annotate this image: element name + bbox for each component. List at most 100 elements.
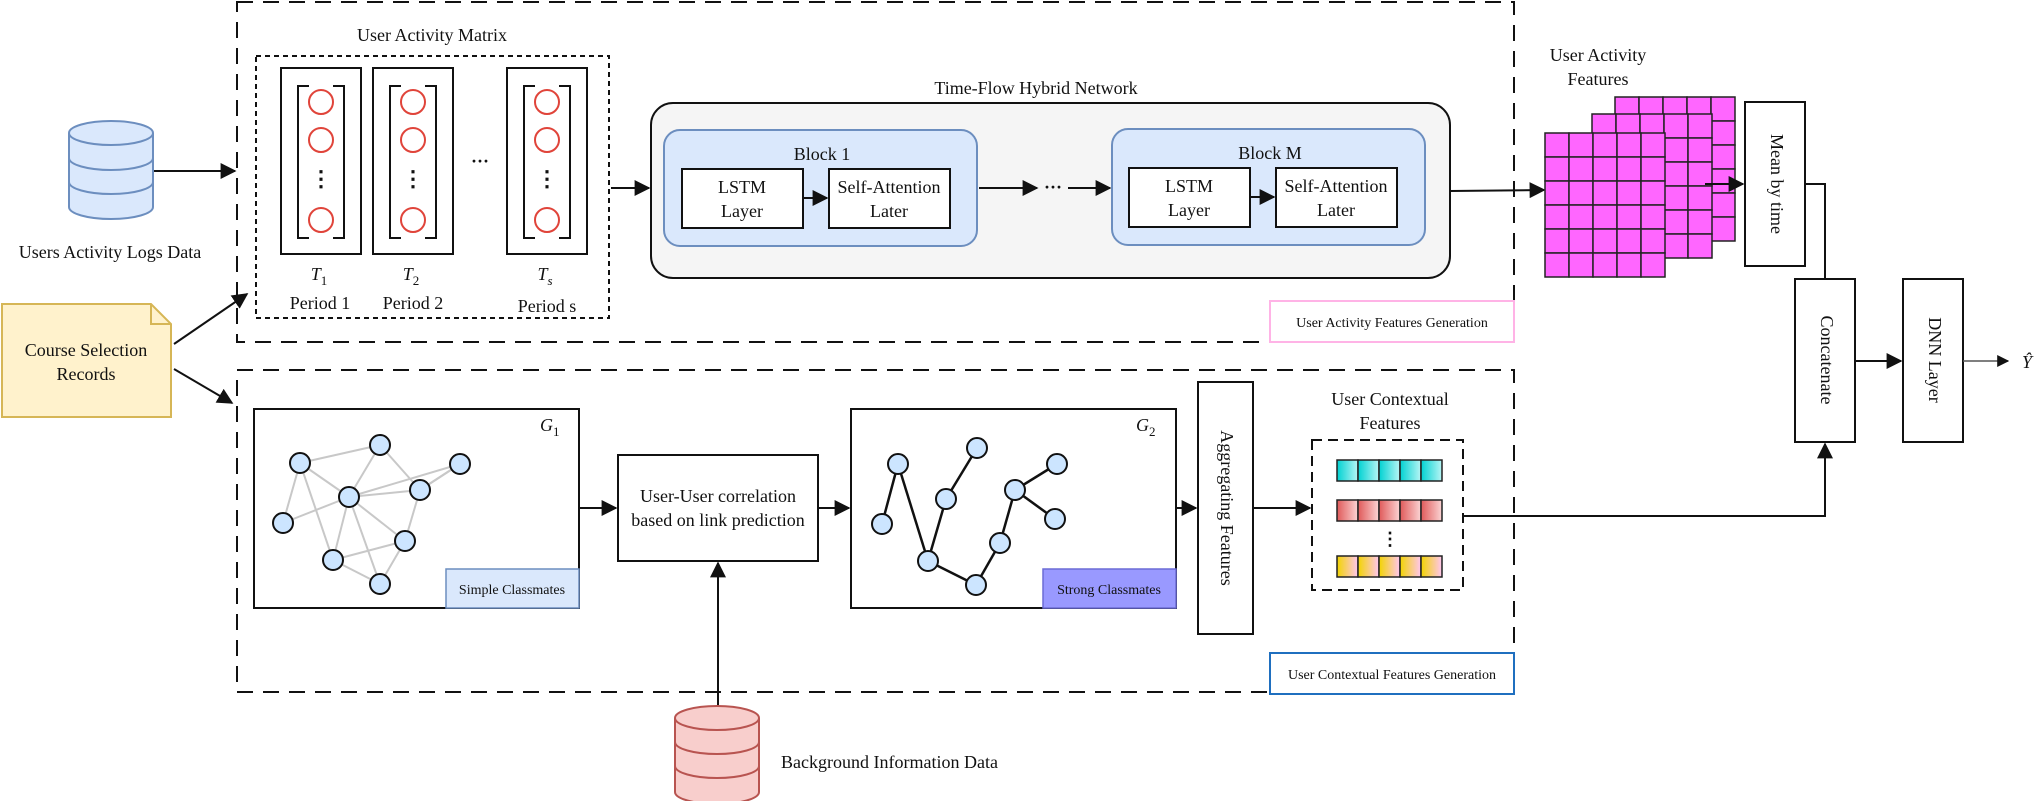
feature-tile: [1687, 185, 1713, 211]
arrow-network-to-features: [1449, 182, 1546, 199]
svg-text:Block 1: Block 1: [794, 144, 851, 164]
feature-tile: [1616, 252, 1642, 278]
period-column-2: ⋮: [372, 67, 454, 255]
feature-tile: [1568, 156, 1594, 182]
feature-tile: [1616, 228, 1642, 254]
feature-tile: [1592, 252, 1618, 278]
feature-tile: [1640, 180, 1666, 206]
vector-cell: [1336, 459, 1359, 482]
vector-cell: [1336, 499, 1359, 522]
feature-tile: [1544, 228, 1570, 254]
matrix-title: User Activity Matrix: [357, 25, 507, 45]
feature-tile: [1616, 180, 1642, 206]
vector-cell: [1399, 459, 1422, 482]
g2-node: [871, 513, 893, 535]
feature-tile: [1616, 132, 1642, 158]
link-line2: based on link prediction: [631, 510, 804, 530]
feature-tile: [1687, 113, 1713, 139]
vector-cell: [1399, 555, 1422, 578]
svg-text:Block M: Block M: [1238, 143, 1302, 163]
feature-tile: [1568, 252, 1594, 278]
svg-text:LSTM: LSTM: [718, 177, 766, 197]
vector-cell: [1420, 459, 1443, 482]
g2-node: [935, 488, 957, 510]
feature-tile: [1710, 120, 1736, 146]
contextual-features-line1: User Contextual: [1331, 389, 1448, 409]
period-1-label: Period 1: [290, 293, 351, 313]
strong-classmates-label: Strong Classmates: [1057, 583, 1161, 598]
g1-edge: [348, 496, 381, 585]
contextual-features-line2: Features: [1360, 413, 1421, 433]
g1-node: [409, 479, 431, 501]
svg-text:⋮: ⋮: [402, 166, 424, 191]
svg-text:Layer: Layer: [721, 201, 763, 221]
feature-tile: [1640, 204, 1666, 230]
contextual-features-bars: [1336, 459, 1443, 578]
course-selection-line2: Records: [57, 364, 116, 384]
g1-node: [322, 549, 344, 571]
feature-tile: [1710, 216, 1736, 242]
g1-edge: [348, 463, 461, 498]
activity-features-line2: Features: [1568, 69, 1629, 89]
contextual-features-ellipsis: ⋮: [1381, 529, 1399, 549]
g1-edge: [282, 496, 350, 524]
course-selection-line1: Course Selection: [25, 340, 147, 360]
feature-tile: [1710, 96, 1736, 122]
network-title: Time-Flow Hybrid Network: [934, 78, 1137, 98]
strong-classmates-tag: [1042, 568, 1177, 609]
mean-by-time-box: [1744, 101, 1806, 267]
feature-tile: [1640, 228, 1666, 254]
simple-classmates-tag: [445, 568, 580, 609]
feature-tile: [1568, 228, 1594, 254]
feature-tile: [1687, 137, 1713, 163]
aggregating-box: [1197, 381, 1254, 635]
svg-text:⋮: ⋮: [310, 166, 332, 191]
feature-tile: [1687, 161, 1713, 187]
vector-cell: [1378, 555, 1401, 578]
vector-cell: [1420, 499, 1443, 522]
period-s-symbol: Ts: [537, 264, 552, 288]
feature-tile: [1687, 233, 1713, 259]
feature-tile: [1568, 132, 1594, 158]
link-prediction-box: [617, 454, 819, 562]
period-column-1: ⋮: [280, 67, 362, 255]
concatenate-label: Concatenate: [1817, 316, 1837, 405]
contextual-tag: [1269, 652, 1515, 695]
feature-tile: [1616, 156, 1642, 182]
matrix-ellipsis: ···: [471, 151, 489, 171]
period-2-symbol: T2: [403, 264, 420, 288]
arrow-courses-to-graph: [173, 368, 234, 404]
activity-features-line1: User Activity: [1550, 45, 1647, 65]
feature-tile: [1710, 144, 1736, 170]
feature-tile: [1663, 185, 1689, 211]
period-column-s: ⋮: [506, 67, 588, 255]
arrow-courses-to-matrix: [173, 293, 249, 345]
feature-tile: [1592, 228, 1618, 254]
feature-tile: [1687, 209, 1713, 235]
g1-edge: [299, 444, 381, 464]
g1-node: [272, 512, 294, 534]
activity-tag: [1269, 300, 1515, 343]
feature-tile: [1568, 180, 1594, 206]
feature-tile: [1544, 132, 1570, 158]
g2-node: [989, 532, 1011, 554]
g1-node: [289, 452, 311, 474]
feature-tile: [1544, 204, 1570, 230]
feature-tile: [1663, 137, 1689, 163]
g2-node: [1004, 479, 1026, 501]
contextual-tag-label: User Contextual Features Generation: [1288, 668, 1496, 683]
g1-edge: [299, 462, 334, 561]
contextual-feature-vector: [1336, 499, 1443, 522]
feature-tile: [1640, 132, 1666, 158]
svg-text:Layer: Layer: [1168, 200, 1210, 220]
svg-text:Self-Attention: Self-Attention: [1285, 176, 1388, 196]
feature-tile: [1663, 233, 1689, 259]
activity-tag-label: User Activity Features Generation: [1296, 316, 1488, 331]
g2-edge: [896, 463, 930, 562]
period-1-symbol: T1: [311, 264, 328, 288]
feature-tile: [1710, 168, 1736, 194]
g2-node: [1044, 508, 1066, 530]
g1-edge: [348, 489, 421, 498]
vector-cell: [1378, 459, 1401, 482]
vector-cell: [1378, 499, 1401, 522]
